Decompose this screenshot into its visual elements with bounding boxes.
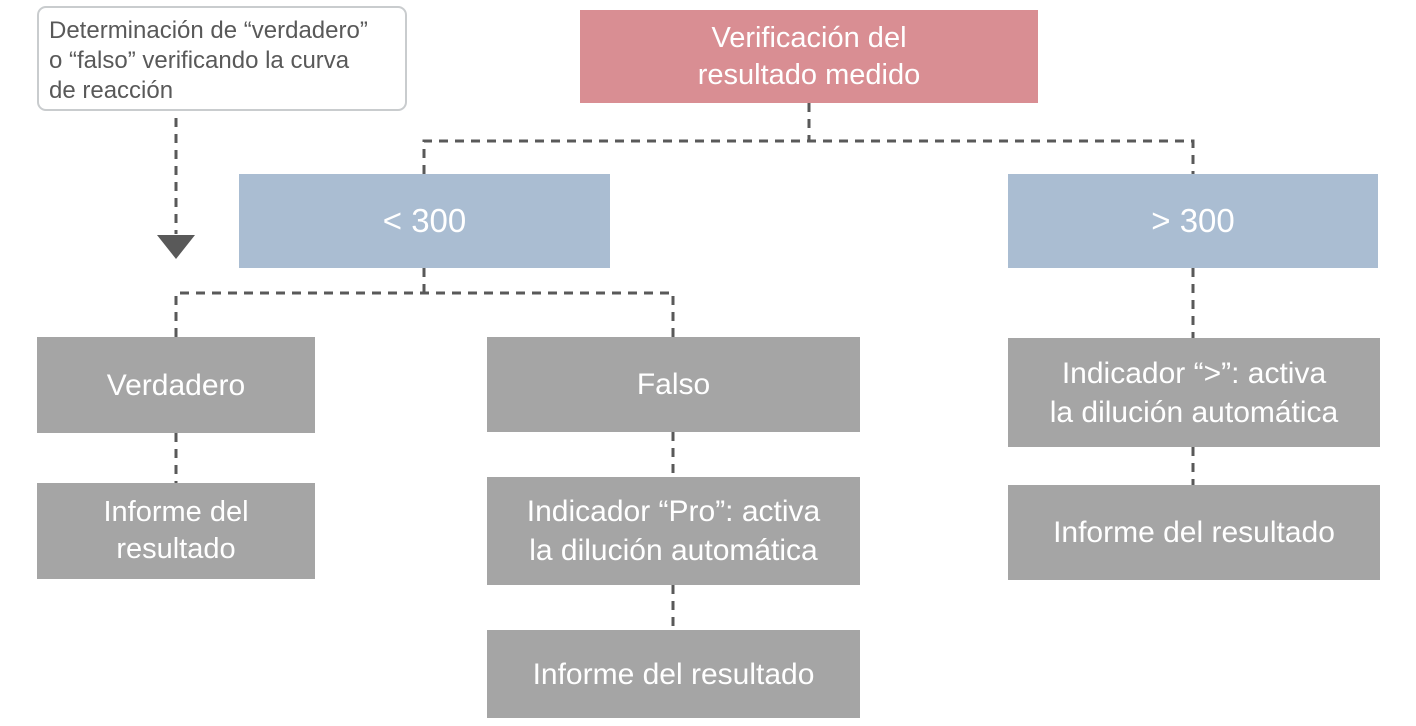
node-indicador-pro-label: Indicador “Pro”: activa la dilución auto…: [526, 495, 821, 567]
connector-less300-split: [174, 268, 675, 337]
node-informe-right: Informe del resultado: [1008, 485, 1380, 580]
node-informe-center: Informe del resultado: [487, 630, 860, 718]
node-informe-center-label: Informe del resultado: [532, 657, 815, 691]
node-indicador-pro: Indicador “Pro”: activa la dilución auto…: [487, 477, 860, 585]
node-indicador-mayor: Indicador “>”: activa la dilución automá…: [1008, 338, 1380, 447]
node-verificacion-label: Verificación del resultado medido: [697, 21, 921, 91]
branch-less-300: < 300: [239, 174, 610, 268]
connector-root-split: [422, 103, 1195, 174]
note-determinacion-label: Determinación de “verdadero” o “falso” v…: [49, 17, 368, 104]
branch-greater-300: > 300: [1008, 174, 1378, 268]
note-determinacion: Determinación de “verdadero” o “falso” v…: [37, 6, 407, 111]
branch-greater-300-label: > 300: [1151, 202, 1235, 239]
node-informe-left-label: Informe del resultado: [103, 496, 249, 565]
node-verdadero-label: Verdadero: [106, 368, 246, 402]
arrowhead-down-icon: [157, 235, 195, 259]
node-informe-left: Informe del resultado: [37, 483, 315, 579]
node-falso: Falso: [487, 337, 860, 432]
node-informe-right-label: Informe del resultado: [1053, 516, 1335, 549]
node-indicador-mayor-label: Indicador “>”: activa la dilución automá…: [1049, 356, 1339, 429]
node-verdadero: Verdadero: [37, 337, 315, 433]
node-falso-label: Falso: [636, 368, 711, 401]
branch-less-300-label: < 300: [382, 202, 467, 239]
node-verificacion-root: Verificación del resultado medido: [580, 10, 1038, 103]
